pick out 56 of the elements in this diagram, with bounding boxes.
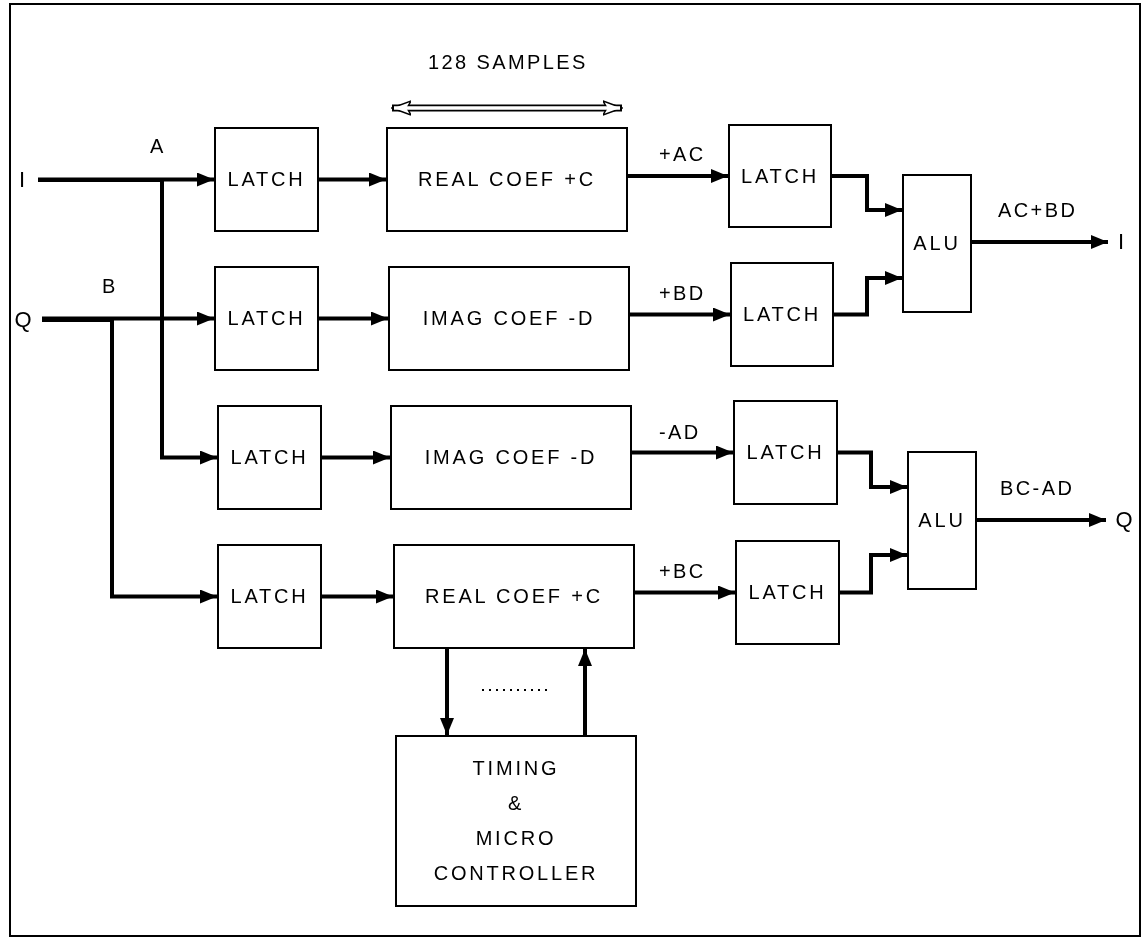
latch-box [217, 405, 322, 510]
latch-box [728, 124, 832, 228]
filter-box [393, 544, 635, 649]
node-label: LATCH [748, 580, 827, 605]
node-label: ALU [918, 508, 966, 533]
arrow [628, 169, 728, 183]
node-label: LATCH [740, 163, 820, 189]
node-label: ALU [913, 231, 961, 256]
node-label: LATCH [742, 302, 822, 327]
arrow [319, 311, 388, 326]
arrow [440, 649, 454, 735]
node-label: LATCH [746, 440, 825, 465]
arrow [322, 589, 393, 604]
arrow [838, 450, 907, 494]
latch-box [733, 400, 838, 505]
latch-box [217, 544, 322, 649]
arrow [632, 445, 733, 460]
node-label: TIMING & MICRO CONTROLLER [432, 756, 600, 886]
arrow [38, 178, 217, 465]
signal-label: A [150, 136, 166, 156]
node-label: LATCH [230, 445, 309, 470]
dimension-label: 128 SAMPLES [428, 52, 588, 72]
alu-box [907, 451, 977, 590]
node-label: IMAG COEF -D [424, 445, 598, 470]
filter-box [386, 127, 628, 232]
filter-box [388, 266, 630, 371]
signal-label: Q [12, 306, 34, 334]
arrow [42, 311, 214, 326]
signal-label: I [14, 166, 30, 194]
arrow [972, 235, 1108, 249]
node-label: LATCH [227, 167, 306, 192]
arrow [42, 318, 217, 604]
latch-box [730, 262, 834, 367]
arrow [834, 271, 902, 317]
arrow [319, 172, 386, 187]
filter-box [390, 405, 632, 510]
alu-box [902, 174, 972, 313]
arrow [635, 585, 735, 600]
arrow [578, 649, 592, 735]
arrow [630, 307, 730, 322]
arrow [840, 548, 907, 595]
arrow [977, 513, 1106, 527]
latch-box [214, 266, 319, 371]
signal-label: B [102, 276, 118, 296]
latch-box [214, 127, 319, 232]
arrow [832, 174, 902, 217]
node-label: REAL COEF +C [425, 584, 603, 609]
signal-label: Q [1112, 506, 1136, 534]
node-label: IMAG COEF -D [422, 306, 596, 331]
arrow [322, 450, 390, 465]
signal-label: I [1114, 228, 1128, 256]
node-label: LATCH [227, 306, 306, 331]
node-label: REAL COEF +C [418, 167, 596, 192]
latch-box [735, 540, 840, 645]
node-label: LATCH [230, 584, 309, 609]
controller-box [395, 735, 637, 907]
